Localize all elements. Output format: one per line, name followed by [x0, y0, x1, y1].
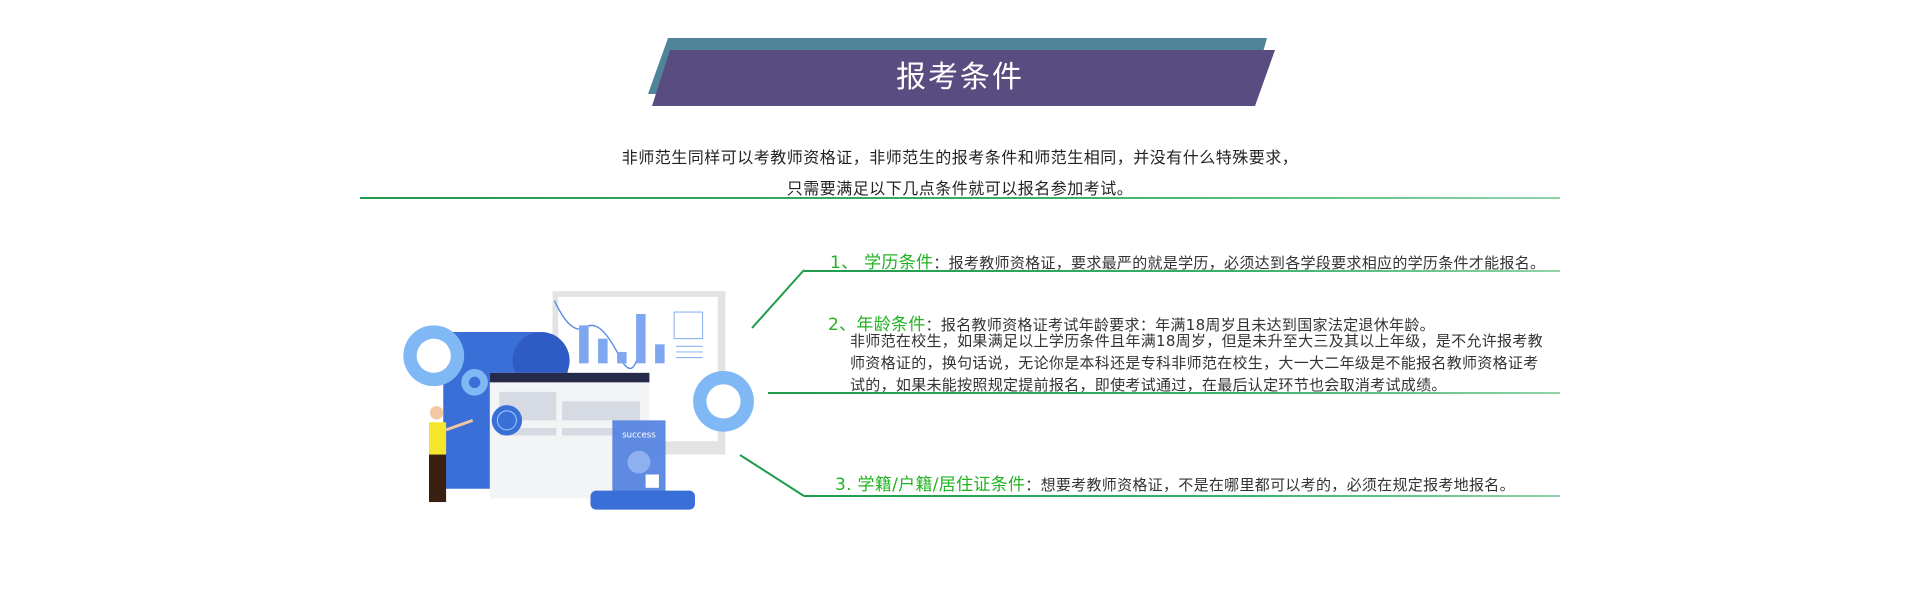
detail-line: 非师范在校生，如果满足以上学历条件且年满18周岁，但是未升至大三及其以上年级，是… [850, 332, 1543, 350]
condition-text: ：报考教师资格证，要求最严的就是学历，必须达到各学段要求相应的学历条件才能报名。 [933, 254, 1546, 272]
success-label: success [622, 430, 656, 440]
illustration: success [403, 291, 754, 510]
condition-education: 1、 学历条件：报考教师资格证，要求最严的就是学历，必须达到各学段要求相应的学历… [830, 248, 1545, 273]
connector-lines [739, 269, 805, 497]
condition-text: ：想要考教师资格证，不是在哪里都可以考的，必须在规定报考地报名。 [1025, 476, 1515, 494]
condition-heading: 2、年龄条件 [828, 315, 926, 335]
divider [804, 270, 1560, 272]
condition-age-details: 非师范在校生，如果满足以上学历条件且年满18周岁，但是未升至大三及其以上年级，是… [850, 330, 1543, 396]
divider [768, 392, 1560, 394]
title-banner [648, 38, 1275, 106]
intro-line-2: 只需要满足以下几点条件就可以报名参加考试。 [786, 179, 1134, 198]
detail-line: 师资格证的，换句话说，无论你是本科还是专科非师范在校生，大一大二年级是不能报名教… [850, 354, 1539, 372]
condition-heading: 3. 学籍/户籍/居住证条件 [835, 475, 1026, 495]
divider [804, 495, 1560, 497]
condition-text: ：报名教师资格证考试年龄要求：年满18周岁且未达到国家法定退休年龄。 [925, 316, 1435, 334]
condition-heading: 1、 学历条件 [830, 253, 934, 273]
page-title: 报考条件 [896, 60, 1024, 95]
detail-line: 试的，如果未能按照规定提前报名，即使考试通过，在最后认定环节也会取消考试成绩。 [850, 376, 1447, 394]
intro-line-1: 非师范生同样可以考教师资格证，非师范生的报考条件和师范生相同，并没有什么特殊要求… [621, 148, 1299, 167]
condition-age: 2、年龄条件：报名教师资格证考试年龄要求：年满18周岁且未达到国家法定退休年龄。 [828, 310, 1435, 335]
condition-residence: 3. 学籍/户籍/居住证条件：想要考教师资格证，不是在哪里都可以考的，必须在规定… [835, 470, 1515, 495]
divider [360, 197, 1560, 199]
